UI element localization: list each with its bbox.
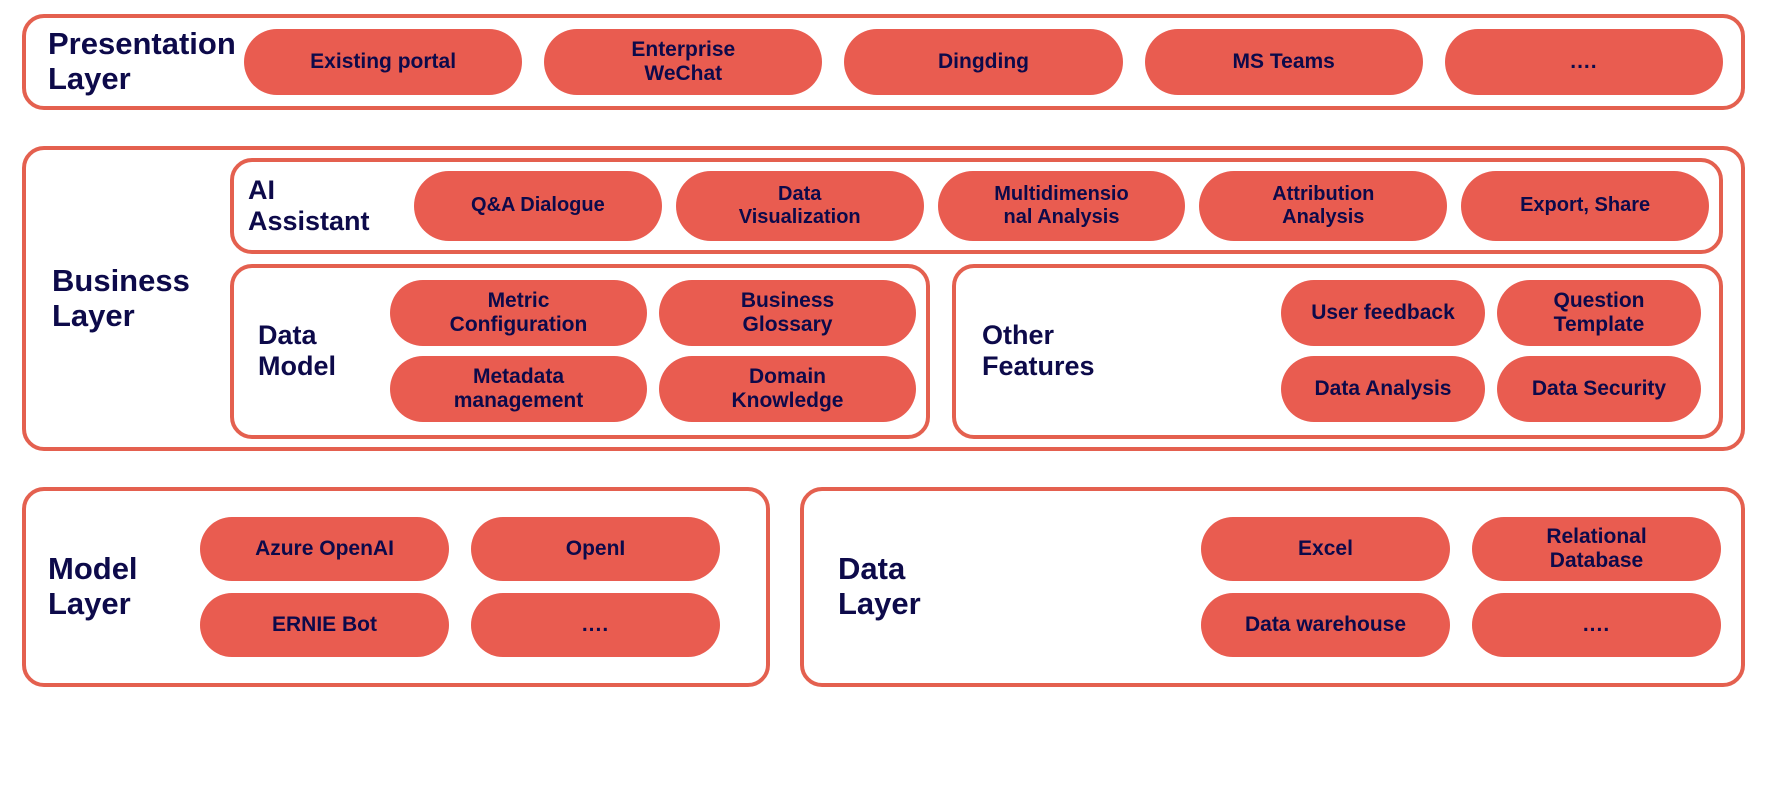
pill-relational-database[interactable]: Relational Database (1472, 517, 1721, 581)
pill-attribution-analysis[interactable]: Attribution Analysis (1199, 170, 1448, 241)
pill-data-visualization[interactable]: Data Visualization (675, 170, 924, 241)
data-layer-box: Data Layer Excel Relational Database Dat… (800, 487, 1745, 687)
other-features-title: Other Features (982, 320, 1095, 382)
business-layer-title: Business Layer (52, 262, 190, 333)
model-layer-items: Azure OpenAI OpenI ERNIE Bot .... (200, 517, 720, 657)
other-features-items: User feedback Question Template Data Ana… (1281, 280, 1701, 423)
pill-user-feedback[interactable]: User feedback (1281, 280, 1485, 347)
data-layer-title: Data Layer (838, 551, 921, 621)
model-layer-box: Model Layer Azure OpenAI OpenI ERNIE Bot… (22, 487, 770, 687)
pill-business-glossary[interactable]: Business Glossary (659, 280, 916, 347)
pill-multidimensional-analysis[interactable]: Multidimensio nal Analysis (937, 170, 1186, 241)
data-layer-items: Excel Relational Database Data warehouse… (1201, 517, 1721, 657)
pill-enterprise-wechat[interactable]: Enterprise WeChat (544, 29, 823, 95)
pill-metadata-management[interactable]: Metadata management (390, 356, 647, 423)
pill-qa-dialogue[interactable]: Q&A Dialogue (414, 170, 662, 241)
model-layer-title: Model Layer (48, 551, 138, 621)
pill-domain-knowledge[interactable]: Domain Knowledge (659, 356, 916, 423)
pill-data-warehouse[interactable]: Data warehouse (1201, 593, 1450, 657)
ai-assistant-items: Q&A Dialogue Data Visualization Multidim… (414, 170, 1709, 241)
ai-assistant-title: AI Assistant (248, 174, 370, 236)
pill-model-more[interactable]: .... (471, 593, 720, 657)
pill-azure-openai[interactable]: Azure OpenAI (200, 517, 449, 581)
pill-question-template[interactable]: Question Template (1497, 280, 1701, 347)
pill-ernie-bot[interactable]: ERNIE Bot (200, 593, 449, 657)
pill-presentation-more[interactable]: .... (1444, 29, 1724, 95)
presentation-layer-box: Presentation Layer Existing portal Enter… (22, 14, 1745, 110)
pill-data-analysis[interactable]: Data Analysis (1281, 356, 1485, 423)
pill-ms-teams[interactable]: MS Teams (1144, 29, 1423, 95)
data-model-group: Data Model Metric Configuration Business… (230, 263, 930, 439)
ai-assistant-group: AI Assistant Q&A Dialogue Data Visualiza… (230, 158, 1723, 254)
pill-metric-configuration[interactable]: Metric Configuration (390, 280, 647, 347)
pill-openi[interactable]: OpenI (471, 517, 720, 581)
pill-export-share[interactable]: Export, Share (1461, 170, 1709, 241)
business-layer-box: Business Layer AI Assistant Q&A Dialogue… (22, 146, 1745, 451)
data-model-title: Data Model (258, 320, 336, 382)
presentation-layer-items: Existing portal Enterprise WeChat Dingdi… (244, 29, 1724, 95)
business-layer-bottom-row: Data Model Metric Configuration Business… (230, 263, 1723, 439)
presentation-layer-title: Presentation Layer (48, 26, 236, 96)
pill-excel[interactable]: Excel (1201, 517, 1450, 581)
business-layer-content: AI Assistant Q&A Dialogue Data Visualiza… (230, 158, 1727, 439)
pill-dingding[interactable]: Dingding (844, 29, 1123, 95)
other-features-group: Other Features User feedback Question Te… (952, 263, 1723, 439)
pill-data-security[interactable]: Data Security (1497, 356, 1701, 423)
data-model-items: Metric Configuration Business Glossary M… (390, 280, 916, 423)
pill-existing-portal[interactable]: Existing portal (244, 29, 523, 95)
pill-data-more[interactable]: .... (1472, 593, 1721, 657)
